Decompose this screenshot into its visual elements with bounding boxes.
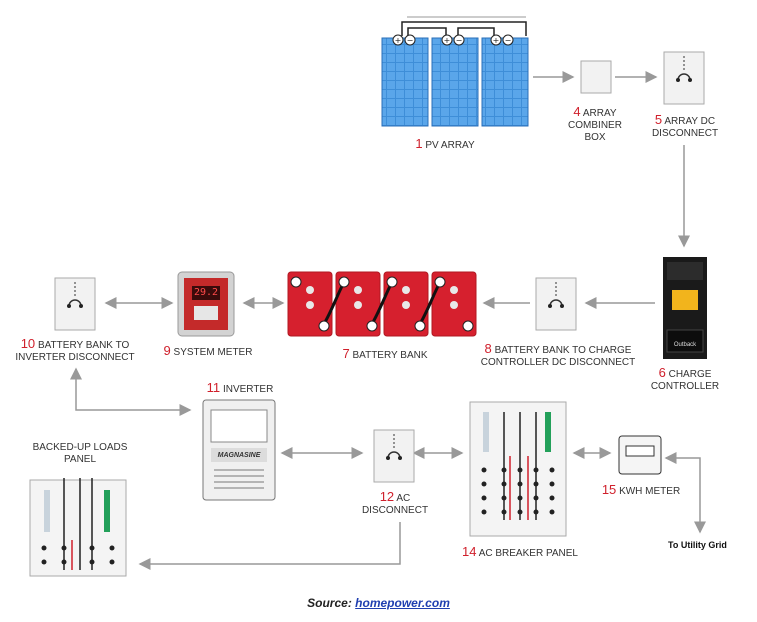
battery-bank-text: BATTERY BANK xyxy=(352,350,428,361)
pv-array-label: 1 PV ARRAY xyxy=(400,136,490,152)
cc-disconnect-num: 8 xyxy=(484,341,492,356)
inverter-label: 11 INVERTER xyxy=(195,380,285,396)
inverter-disconnect-label: 10 BATTERY BANK TO INVERTER DISCONNECT xyxy=(10,336,140,364)
svg-text:+: + xyxy=(395,36,402,45)
breaker-panel-label: 14 AC BREAKER PANEL xyxy=(455,544,585,560)
combiner-num: 4 xyxy=(573,104,581,119)
pv-array: +− +− +− xyxy=(381,34,529,127)
system-meter-text: SYSTEM METER xyxy=(173,347,253,358)
backed-up-loads-panel xyxy=(29,478,127,577)
loads-panel-label: BACKED-UP LOADS PANEL xyxy=(20,442,140,466)
charge-controller-text-2: CONTROLLER xyxy=(650,381,720,392)
kwh-meter-label: 15 KWH METER xyxy=(596,482,686,498)
ac-disconnect-text-2: DISCONNECT xyxy=(361,505,429,516)
combiner-box xyxy=(580,60,612,94)
combiner-text-3: BOX xyxy=(584,132,606,143)
inverter-disconnect-text-2: INVERTER DISCONNECT xyxy=(15,352,135,363)
charge-controller-brand: Outback xyxy=(673,342,697,348)
ac-disconnect-num: 12 xyxy=(379,489,395,504)
utility-grid-label: To Utility Grid xyxy=(668,540,727,550)
pv-array-text: PV ARRAY xyxy=(425,140,475,151)
breaker-panel-text: AC BREAKER PANEL xyxy=(478,548,578,559)
cc-dc-disconnect xyxy=(535,277,577,331)
ac-disconnect xyxy=(373,429,415,483)
cc-disconnect-label: 8 BATTERY BANK TO CHARGE CONTROLLER DC D… xyxy=(470,341,646,369)
loads-panel-text-1: BACKED-UP LOADS xyxy=(32,442,128,453)
ac-breaker-panel xyxy=(469,401,567,537)
source-prefix: Source: xyxy=(307,596,352,610)
inverter-brand: MAGNASINE xyxy=(217,452,261,459)
ac-disconnect-label: 12 AC DISCONNECT xyxy=(350,489,440,517)
battery-bank-num: 7 xyxy=(342,346,350,361)
svg-text:+: + xyxy=(493,36,500,45)
array-disconnect-label: 5 ARRAY DC DISCONNECT xyxy=(640,112,730,140)
charge-controller-text-1: CHARGE xyxy=(668,369,712,380)
charge-controller xyxy=(663,257,707,359)
inverter-num: 11 xyxy=(206,380,221,395)
array-disconnect-text-1: ARRAY DC xyxy=(664,116,716,127)
inverter-disconnect xyxy=(54,277,96,331)
system-meter-num: 9 xyxy=(163,343,171,358)
charge-controller-num: 6 xyxy=(658,365,666,380)
source-caption: Source: homepower.com xyxy=(0,596,757,610)
inverter-disconnect-text-1: BATTERY BANK TO xyxy=(37,340,130,351)
ac-disconnect-text-1: AC xyxy=(396,493,411,504)
breaker-panel-num: 14 xyxy=(462,544,477,559)
kwh-meter xyxy=(618,435,662,475)
array-dc-disconnect xyxy=(663,51,705,105)
battery-bank-label: 7 BATTERY BANK xyxy=(330,346,440,362)
svg-text:+: + xyxy=(444,36,451,45)
combiner-text-1: ARRAY xyxy=(582,108,617,119)
array-disconnect-num: 5 xyxy=(654,112,663,127)
kwh-meter-num: 15 xyxy=(601,482,617,497)
pv-wiring xyxy=(401,16,527,36)
combiner-label: 4 ARRAY COMBINER BOX xyxy=(555,104,635,144)
charge-controller-label: 6 CHARGE CONTROLLER xyxy=(640,365,730,393)
inverter-disconnect-num: 10 xyxy=(20,336,36,351)
array-disconnect-text-2: DISCONNECT xyxy=(651,128,719,139)
system-meter-display: 29.2 xyxy=(193,287,219,298)
cc-disconnect-text-2: CONTROLLER DC DISCONNECT xyxy=(480,357,636,368)
inverter-text: INVERTER xyxy=(222,384,274,395)
battery-bank xyxy=(287,271,477,337)
combiner-text-2: COMBINER xyxy=(568,120,622,131)
svg-text:−: − xyxy=(456,36,463,45)
pv-array-num: 1 xyxy=(415,136,423,151)
svg-text:−: − xyxy=(407,36,414,45)
cc-disconnect-text-1: BATTERY BANK TO CHARGE xyxy=(494,345,632,356)
loads-panel-text-2: PANEL xyxy=(63,454,97,465)
kwh-meter-text: KWH METER xyxy=(619,486,681,497)
system-meter xyxy=(177,271,235,337)
svg-text:−: − xyxy=(505,36,512,45)
system-meter-label: 9 SYSTEM METER xyxy=(158,343,258,359)
source-link[interactable]: homepower.com xyxy=(355,596,450,610)
flow-arrows xyxy=(70,71,706,570)
inverter xyxy=(202,399,276,501)
